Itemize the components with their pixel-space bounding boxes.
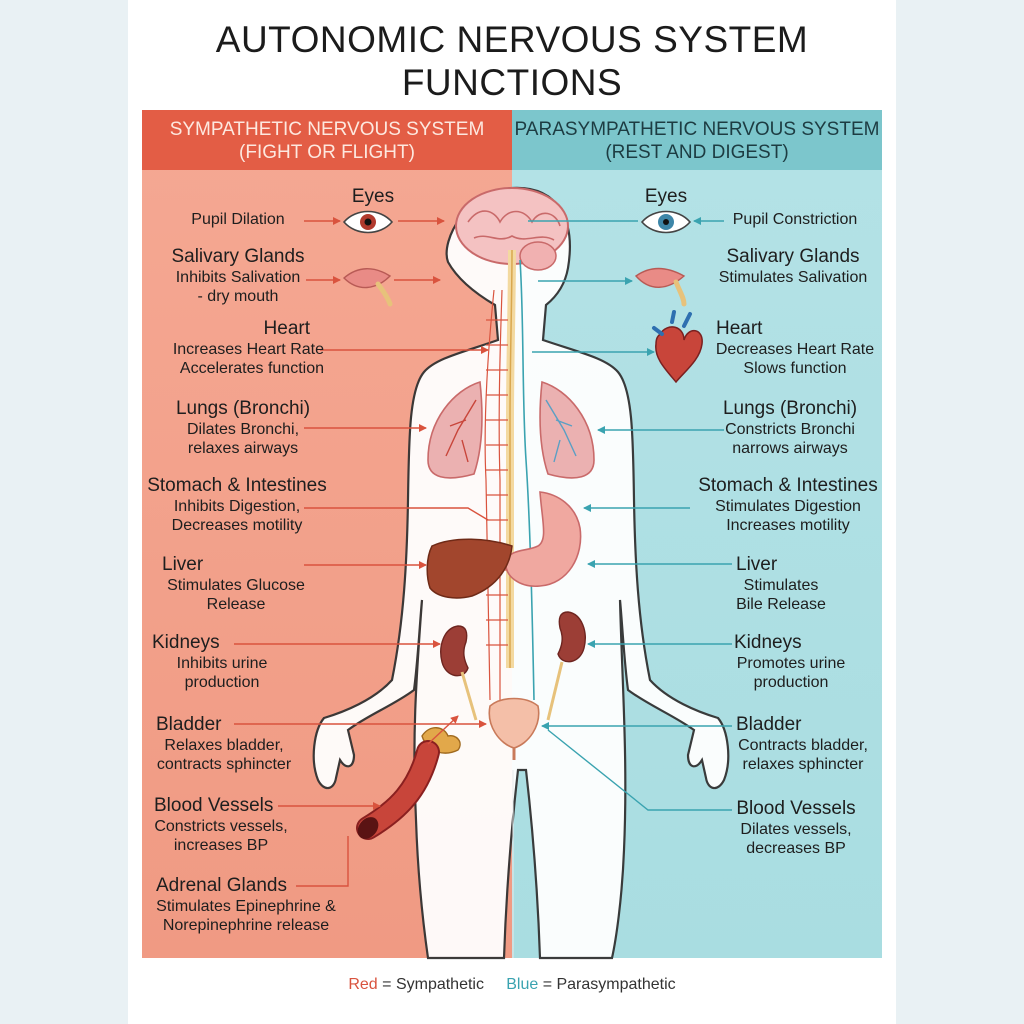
para-stomach-label: Stomach & Intestines Stimulates Digestio… — [698, 475, 878, 534]
sym-lungs-label: Lungs (Bronchi) Dilates Bronchi, relaxes… — [175, 398, 311, 457]
para-liver-label: Liver Stimulates Bile Release — [736, 554, 826, 613]
infographic-page: AUTONOMIC NERVOUS SYSTEM FUNCTIONS SYMPA… — [128, 0, 896, 1024]
sym-salivary-label: Salivary Glands Inhibits Salivation - dr… — [171, 246, 305, 305]
liver-icon — [426, 538, 513, 599]
sym-eyes-label: Pupil Dilation — [191, 211, 285, 228]
sym-stomach-label: Stomach & Intestines Inhibits Digestion,… — [147, 475, 327, 534]
body-diagram — [234, 186, 732, 960]
kidney-left-icon — [440, 625, 469, 677]
stomach-icon — [505, 491, 582, 587]
para-kidneys-label: Kidneys Promotes urine production — [734, 632, 846, 691]
eye-right-icon — [640, 210, 692, 234]
sympathetic-header: SYMPATHETIC NERVOUS SYSTEM (FIGHT OR FLI… — [142, 110, 512, 170]
sym-heart-label: Heart Increases Heart Rate Accelerates f… — [172, 318, 324, 377]
title-line-1: AUTONOMIC NERVOUS SYSTEM — [215, 19, 809, 60]
lung-right-icon — [539, 380, 595, 479]
sym-vessels-label: Blood Vessels Constricts vessels, increa… — [154, 795, 288, 854]
page-title: AUTONOMIC NERVOUS SYSTEM FUNCTIONS — [128, 18, 896, 104]
arrow-sym-adrenal — [296, 836, 349, 887]
legend-red-label: = Sympathetic — [377, 976, 484, 993]
legend: Red = Sympathetic Blue = Parasympathetic — [128, 976, 896, 994]
mouth-left-icon — [342, 268, 393, 307]
para-salivary-label: Salivary Glands Stimulates Salivation — [718, 246, 868, 286]
sym-eyes-title: Eyes — [351, 186, 395, 207]
para-heart-label: Heart Decreases Heart Rate Slows functio… — [715, 318, 875, 377]
sym-kidneys-label: Kidneys Inhibits urine production — [152, 632, 268, 691]
legend-red-key: Red — [348, 976, 378, 993]
para-vessels-label: Blood Vessels Dilates vessels, decreases… — [736, 798, 856, 857]
kidney-right-icon — [557, 611, 586, 663]
arrow-sym-adrenal-bladder — [427, 715, 459, 745]
sym-adrenal-label: Adrenal Glands Stimulates Epinephrine & … — [156, 875, 336, 934]
vagus-nerve — [519, 259, 535, 701]
parasympathetic-header: PARASYMPATHETIC NERVOUS SYSTEM (REST AND… — [512, 110, 882, 170]
title-line-2: FUNCTIONS — [401, 62, 623, 103]
legend-blue-key: Blue — [506, 976, 539, 993]
arrow-para-vessels — [547, 729, 732, 811]
arrow-sym-stomach — [304, 507, 489, 521]
parasympathetic-header-subtitle: (REST AND DIGEST) — [605, 142, 789, 163]
para-lungs-label: Lungs (Bronchi) Constricts Bronchi narro… — [722, 398, 858, 457]
heart-icon — [652, 310, 703, 384]
para-bladder-label: Bladder Contracts bladder, relaxes sphin… — [736, 714, 868, 773]
sympathetic-header-title: SYMPATHETIC NERVOUS SYSTEM — [169, 119, 485, 140]
lung-left-icon — [427, 380, 483, 479]
cerebellum-icon — [519, 241, 557, 271]
parasympathetic-header-title: PARASYMPATHETIC NERVOUS SYSTEM — [514, 119, 880, 140]
legend-blue-label: = Parasympathetic — [538, 976, 676, 993]
sym-liver-label: Liver Stimulates Glucose Release — [162, 554, 305, 613]
parasympathetic-arrows — [528, 217, 732, 811]
sympathetic-header-subtitle: (FIGHT OR FLIGHT) — [239, 142, 415, 163]
blood-vessel-icon — [356, 740, 440, 840]
sym-bladder-label: Bladder Relaxes bladder, contracts sphin… — [156, 714, 292, 773]
sympathetic-arrows — [234, 217, 489, 887]
para-eyes-label: Pupil Constriction — [732, 211, 858, 228]
eye-left-icon — [342, 210, 394, 234]
mouth-right-icon — [634, 267, 687, 307]
bladder-icon — [488, 697, 540, 749]
para-eyes-title: Eyes — [644, 186, 688, 207]
